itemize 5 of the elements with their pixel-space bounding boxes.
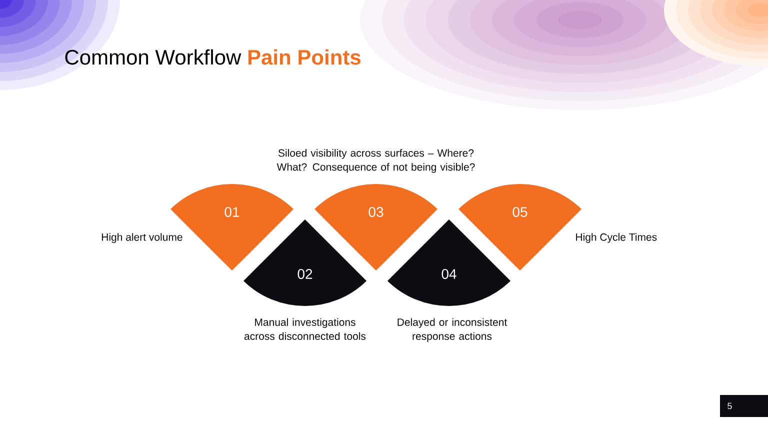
description-text: Manual investigations across disconnected tools <box>244 318 366 340</box>
description-text: Delayed or inconsistent response actions <box>398 318 508 342</box>
description-text: Siloed visibility across surfaces – Where? What? Consequence of not being visible? <box>276 149 475 173</box>
page-number: 5 <box>720 395 768 417</box>
slide-title: Common Workflow Pain Points <box>65 49 360 65</box>
